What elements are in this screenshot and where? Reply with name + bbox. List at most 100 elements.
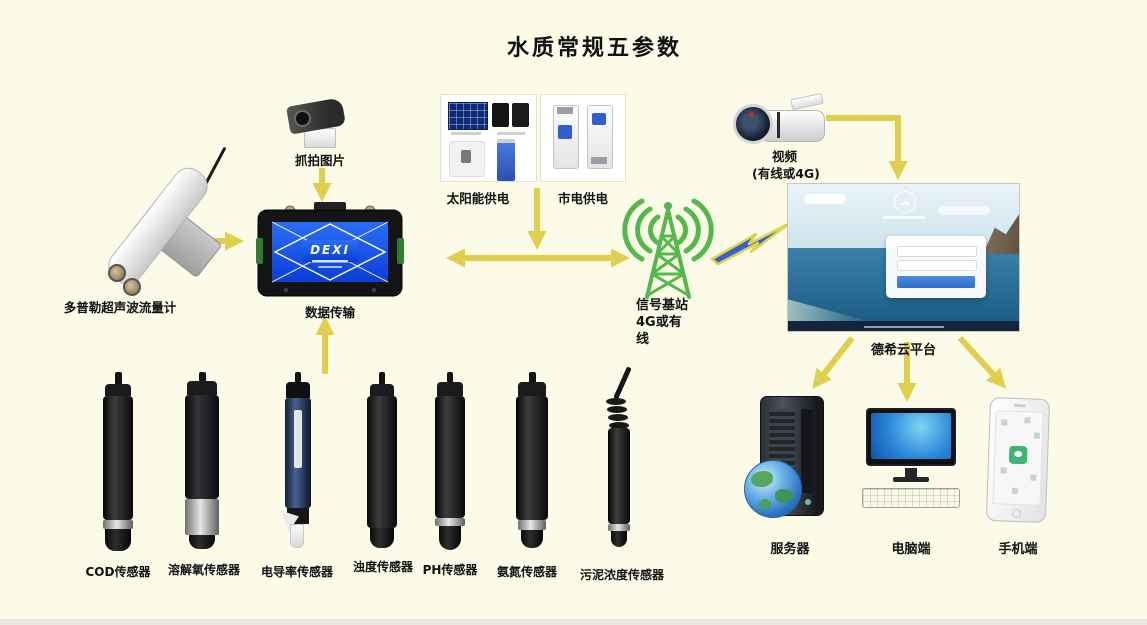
signal-tower-label-line: 信号基站 xyxy=(636,298,689,313)
sensor-metal-sleeve xyxy=(185,499,219,535)
sensor-cable xyxy=(199,372,206,382)
login-panel xyxy=(886,236,986,298)
sensor-label-ammonia: 氨氮传感器 xyxy=(496,565,557,579)
flow-meter-label: 多普勒超声波流量计 xyxy=(63,300,177,315)
app-tile xyxy=(1033,432,1040,439)
sensor-cap xyxy=(518,382,546,396)
monitor-base xyxy=(893,477,929,482)
sensor-tip xyxy=(611,531,627,547)
app-tile xyxy=(1000,467,1007,474)
doppler-flow-meter xyxy=(98,146,248,300)
signal-tower-label-line: 4G或有 xyxy=(636,314,682,330)
transducer-eye-icon xyxy=(123,278,141,296)
sensor-cable xyxy=(379,372,385,386)
sensor-turbidity xyxy=(366,372,398,557)
desktop-computer xyxy=(862,408,960,520)
globe-icon xyxy=(744,460,802,518)
sensor-metal-ring xyxy=(518,520,546,530)
sensor-glass-body xyxy=(285,398,311,508)
sensor-cable xyxy=(529,372,536,384)
solar-panel-icon xyxy=(448,102,488,130)
sensor-cod xyxy=(102,372,134,557)
signal-tower-label-line: 线 xyxy=(636,331,650,347)
cloud-platform-label: 德希云平台 xyxy=(870,343,936,358)
sensor-label-sludge: 污泥浓度传感器 xyxy=(579,568,664,582)
monitor-screen xyxy=(871,413,951,459)
sensor-cable xyxy=(115,372,122,385)
lightning-bolt-icon xyxy=(710,221,792,266)
mobile-label: 手机端 xyxy=(998,542,1038,557)
sensor-cable xyxy=(613,366,632,400)
server-label: 服务器 xyxy=(770,542,810,557)
sensor-body xyxy=(435,396,465,518)
app-tile xyxy=(1030,474,1037,481)
arrow-platform-to-server xyxy=(812,336,855,389)
continent-shape xyxy=(751,471,773,487)
sensor-tip xyxy=(521,530,543,548)
continent-shape xyxy=(775,489,793,503)
transducer-eye-icon xyxy=(108,264,126,282)
sensor-conductivity xyxy=(283,372,313,557)
diagram-title: 水质常规五参数 xyxy=(506,36,682,61)
video-camera xyxy=(733,92,825,154)
sensor-tip xyxy=(439,526,461,550)
sensor-label-sticker xyxy=(294,410,302,468)
sensor-label-turbidity: 浊度传感器 xyxy=(352,560,413,574)
app-tile xyxy=(1011,487,1019,495)
data-gateway-label: 数据传输 xyxy=(304,305,355,320)
cloud-shape xyxy=(804,194,846,204)
bottom-edge-strip xyxy=(0,619,1147,625)
sensor-dissolved-oxygen xyxy=(185,372,219,557)
app-tile xyxy=(1024,417,1031,424)
camera-mount xyxy=(790,92,824,111)
breaker-lever xyxy=(558,125,572,139)
ir-led-icon xyxy=(749,112,754,117)
app-tile xyxy=(1001,419,1008,426)
keyboard-icon xyxy=(862,488,960,508)
sensor-white-tip xyxy=(290,524,304,548)
mains-power-label: 市电供电 xyxy=(557,191,608,206)
battery-box-icon xyxy=(492,103,509,127)
battery-box-icon xyxy=(512,103,529,127)
sensor-body xyxy=(185,395,219,499)
sensor-label-cod: COD传感器 xyxy=(85,565,151,579)
sensor-metal-ring xyxy=(103,520,133,529)
sensor-label-ph: PH传感器 xyxy=(422,563,478,577)
sensor-body xyxy=(367,396,397,528)
chat-bubble-dot xyxy=(1014,450,1023,458)
video-camera-label: 视频 (有线或4G) xyxy=(752,149,820,183)
continent-shape xyxy=(759,499,771,509)
sensor-cap xyxy=(370,384,394,396)
sensor-label-dissolved-oxygen: 溶解氧传感器 xyxy=(167,563,240,577)
flow-arrows xyxy=(186,115,1007,402)
photo-caption-bar xyxy=(451,132,481,135)
cable-coil xyxy=(608,414,628,421)
sensor-cap xyxy=(105,384,131,396)
sensor-cap xyxy=(286,382,310,398)
server xyxy=(744,396,836,532)
login-button[interactable] xyxy=(897,276,975,288)
mains-power-photos xyxy=(540,94,626,182)
login-input-bar[interactable] xyxy=(897,246,977,257)
camera-lens-icon xyxy=(294,110,311,127)
camera-lens-icon xyxy=(733,104,773,144)
server-drive-slot xyxy=(801,409,813,493)
breaker-cap xyxy=(557,107,573,114)
sensor-tip xyxy=(189,535,215,549)
signal-tower-icon xyxy=(622,198,714,299)
controller-logo xyxy=(461,150,471,163)
sensor-sludge-concentration xyxy=(596,366,636,557)
login-input-bar[interactable] xyxy=(897,260,977,271)
pc-label: 电脑端 xyxy=(891,542,931,557)
sensor-tip xyxy=(370,528,394,548)
phone-screen xyxy=(992,410,1044,506)
sensor-body xyxy=(103,396,133,520)
monitor-stand xyxy=(905,468,917,477)
sensor-body xyxy=(516,396,548,520)
sensor-metal-ring xyxy=(435,518,465,526)
sensor-tip xyxy=(105,529,131,551)
footer-text-bar xyxy=(864,326,944,328)
sensor-label-conductivity: 电导率传感器 xyxy=(260,565,333,579)
